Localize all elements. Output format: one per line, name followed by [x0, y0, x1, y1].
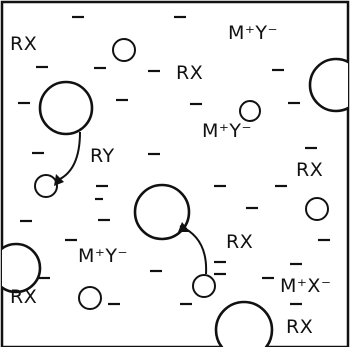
open-circle [112, 38, 136, 62]
arrowhead [54, 174, 64, 186]
label-rx: RX [176, 62, 203, 84]
open-circle [192, 274, 216, 298]
hatched-particle [2, 242, 42, 294]
species-labels: RX M⁺Y⁻ RX M⁺Y⁻ RY RX RX M⁺Y⁻ M⁺X⁻ RX RX [10, 22, 331, 338]
hatched-particle [38, 80, 94, 136]
label-rx: RX [296, 159, 323, 181]
label-mx: M⁺X⁻ [280, 275, 331, 297]
catalyst-particles [2, 57, 348, 347]
hatched-particle [133, 183, 191, 241]
label-myr: M⁺Y⁻ [228, 22, 278, 44]
arrowhead [178, 222, 190, 232]
label-myr: M⁺Y⁻ [202, 120, 252, 142]
open-circle [305, 197, 329, 221]
open-circle [78, 286, 102, 310]
hatched-particle [214, 300, 274, 347]
label-rx: RX [226, 231, 253, 253]
label-rx: RX [286, 316, 313, 338]
dash-marks [18, 15, 330, 306]
label-ry: RY [90, 145, 115, 167]
open-circle [34, 174, 58, 198]
hatched-particle [308, 57, 348, 113]
label-myr: M⁺Y⁻ [78, 245, 128, 267]
open-circles [34, 38, 329, 310]
label-rx: RX [10, 286, 37, 308]
open-circle [239, 100, 261, 122]
transfer-arrows [54, 131, 208, 275]
arrow-ry [57, 131, 81, 181]
label-rx: RX [10, 33, 37, 55]
